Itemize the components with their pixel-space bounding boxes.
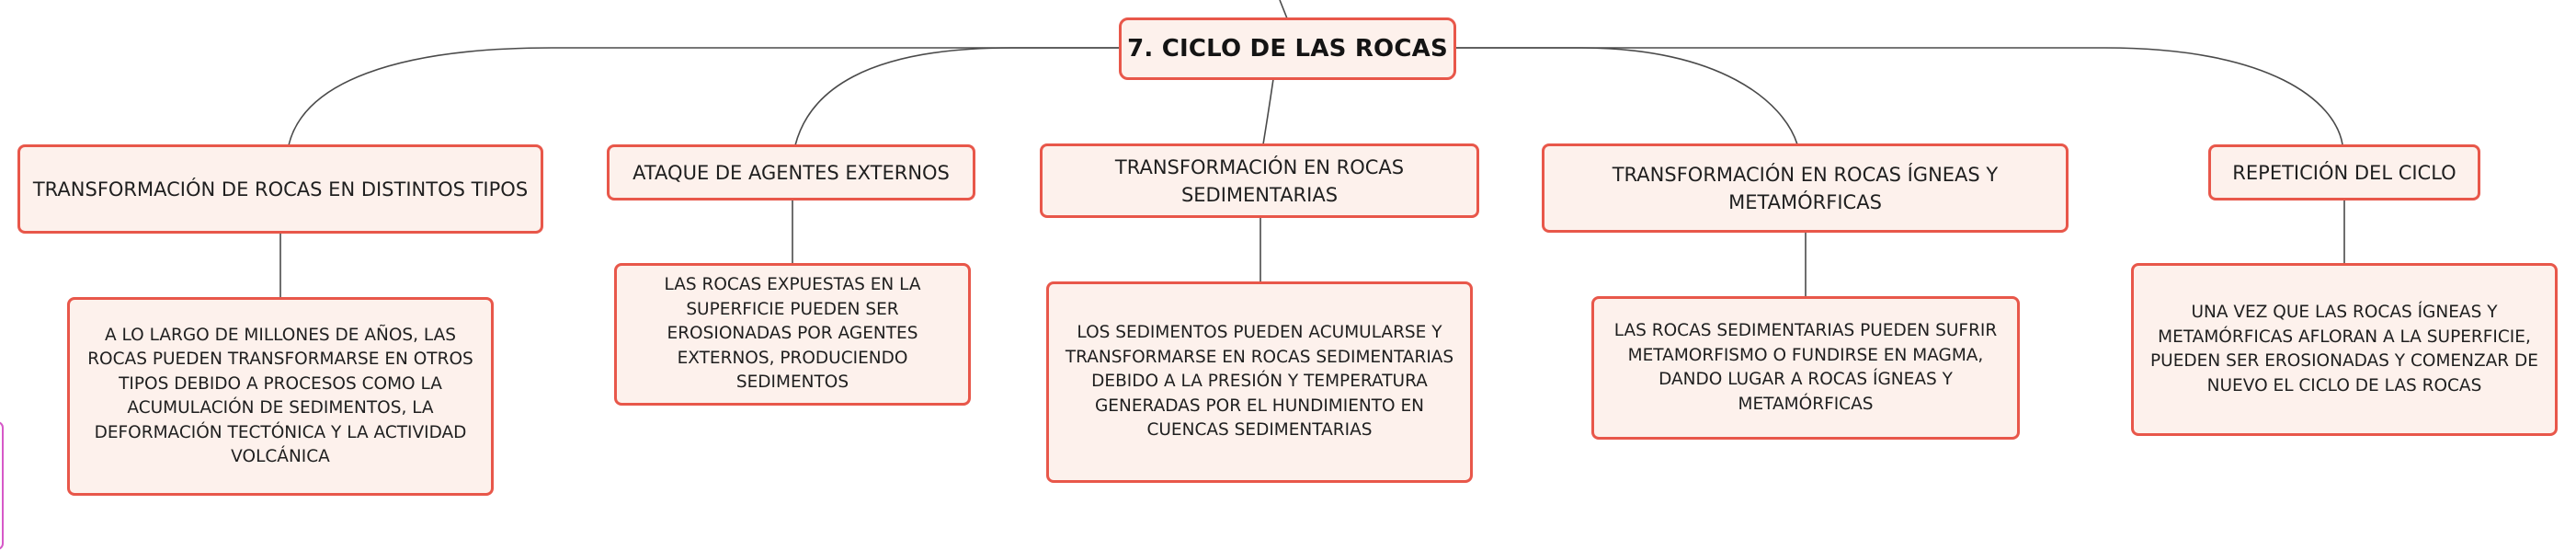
connector-central-to-topic-5	[1454, 47, 2343, 145]
detail-text-4: LAS ROCAS SEDIMENTARIAS PUEDEN SUFRIR ME…	[1613, 321, 1998, 414]
detail-node-4[interactable]: LAS ROCAS SEDIMENTARIAS PUEDEN SUFRIR ME…	[1591, 296, 2020, 440]
connector-central-to-topic-3	[1262, 78, 1274, 145]
topic-label-3: TRANSFORMACIÓN EN ROCAS SEDIMENTARIAS	[1114, 155, 1405, 206]
detail-node-2[interactable]: LAS ROCAS EXPUESTAS EN LA SUPERFICIE PUE…	[614, 263, 971, 406]
detail-node-3[interactable]: LOS SEDIMENTOS PUEDEN ACUMULARSE Y TRANS…	[1046, 281, 1473, 483]
connector-central-to-topic-1	[288, 47, 1120, 146]
topic-node-4[interactable]: TRANSFORMACIÓN EN ROCAS ÍGNEAS Y METAMÓR…	[1542, 143, 2069, 233]
detail-text-3: LOS SEDIMENTOS PUEDEN ACUMULARSE Y TRANS…	[1065, 323, 1454, 441]
topic-node-5[interactable]: REPETICIÓN DEL CICLO	[2208, 144, 2480, 201]
topic-label-4: TRANSFORMACIÓN EN ROCAS ÍGNEAS Y METAMÓR…	[1612, 163, 1999, 213]
topic-node-3[interactable]: TRANSFORMACIÓN EN ROCAS SEDIMENTARIAS	[1040, 143, 1479, 218]
connector-lines	[279, 0, 2345, 298]
detail-text-2: LAS ROCAS EXPUESTAS EN LA SUPERFICIE PUE…	[664, 275, 921, 393]
selection-edge-mark	[0, 421, 4, 550]
detail-text-5: UNA VEZ QUE LAS ROCAS ÍGNEAS Y METAMÓRFI…	[2150, 303, 2538, 395]
topic-label-5: REPETICIÓN DEL CICLO	[2232, 161, 2456, 184]
connector-parent-to-central	[1279, 0, 1288, 19]
connector-central-to-topic-2	[794, 47, 1120, 146]
topic-node-2[interactable]: ATAQUE DE AGENTES EXTERNOS	[607, 144, 975, 201]
central-topic[interactable]: 7. CICLO DE LAS ROCAS	[1119, 17, 1456, 80]
detail-text-1: A LO LARGO DE MILLONES DE AÑOS, LAS ROCA…	[87, 325, 473, 467]
detail-node-1[interactable]: A LO LARGO DE MILLONES DE AÑOS, LAS ROCA…	[67, 297, 494, 496]
central-topic-label: 7. CICLO DE LAS ROCAS	[1127, 35, 1448, 63]
detail-node-5[interactable]: UNA VEZ QUE LAS ROCAS ÍGNEAS Y METAMÓRFI…	[2131, 263, 2558, 436]
topic-label-2: ATAQUE DE AGENTES EXTERNOS	[633, 161, 950, 184]
topic-node-1[interactable]: TRANSFORMACIÓN DE ROCAS EN DISTINTOS TIP…	[17, 144, 543, 234]
topic-label-1: TRANSFORMACIÓN DE ROCAS EN DISTINTOS TIP…	[32, 178, 529, 201]
connector-central-to-topic-4	[1454, 47, 1798, 145]
